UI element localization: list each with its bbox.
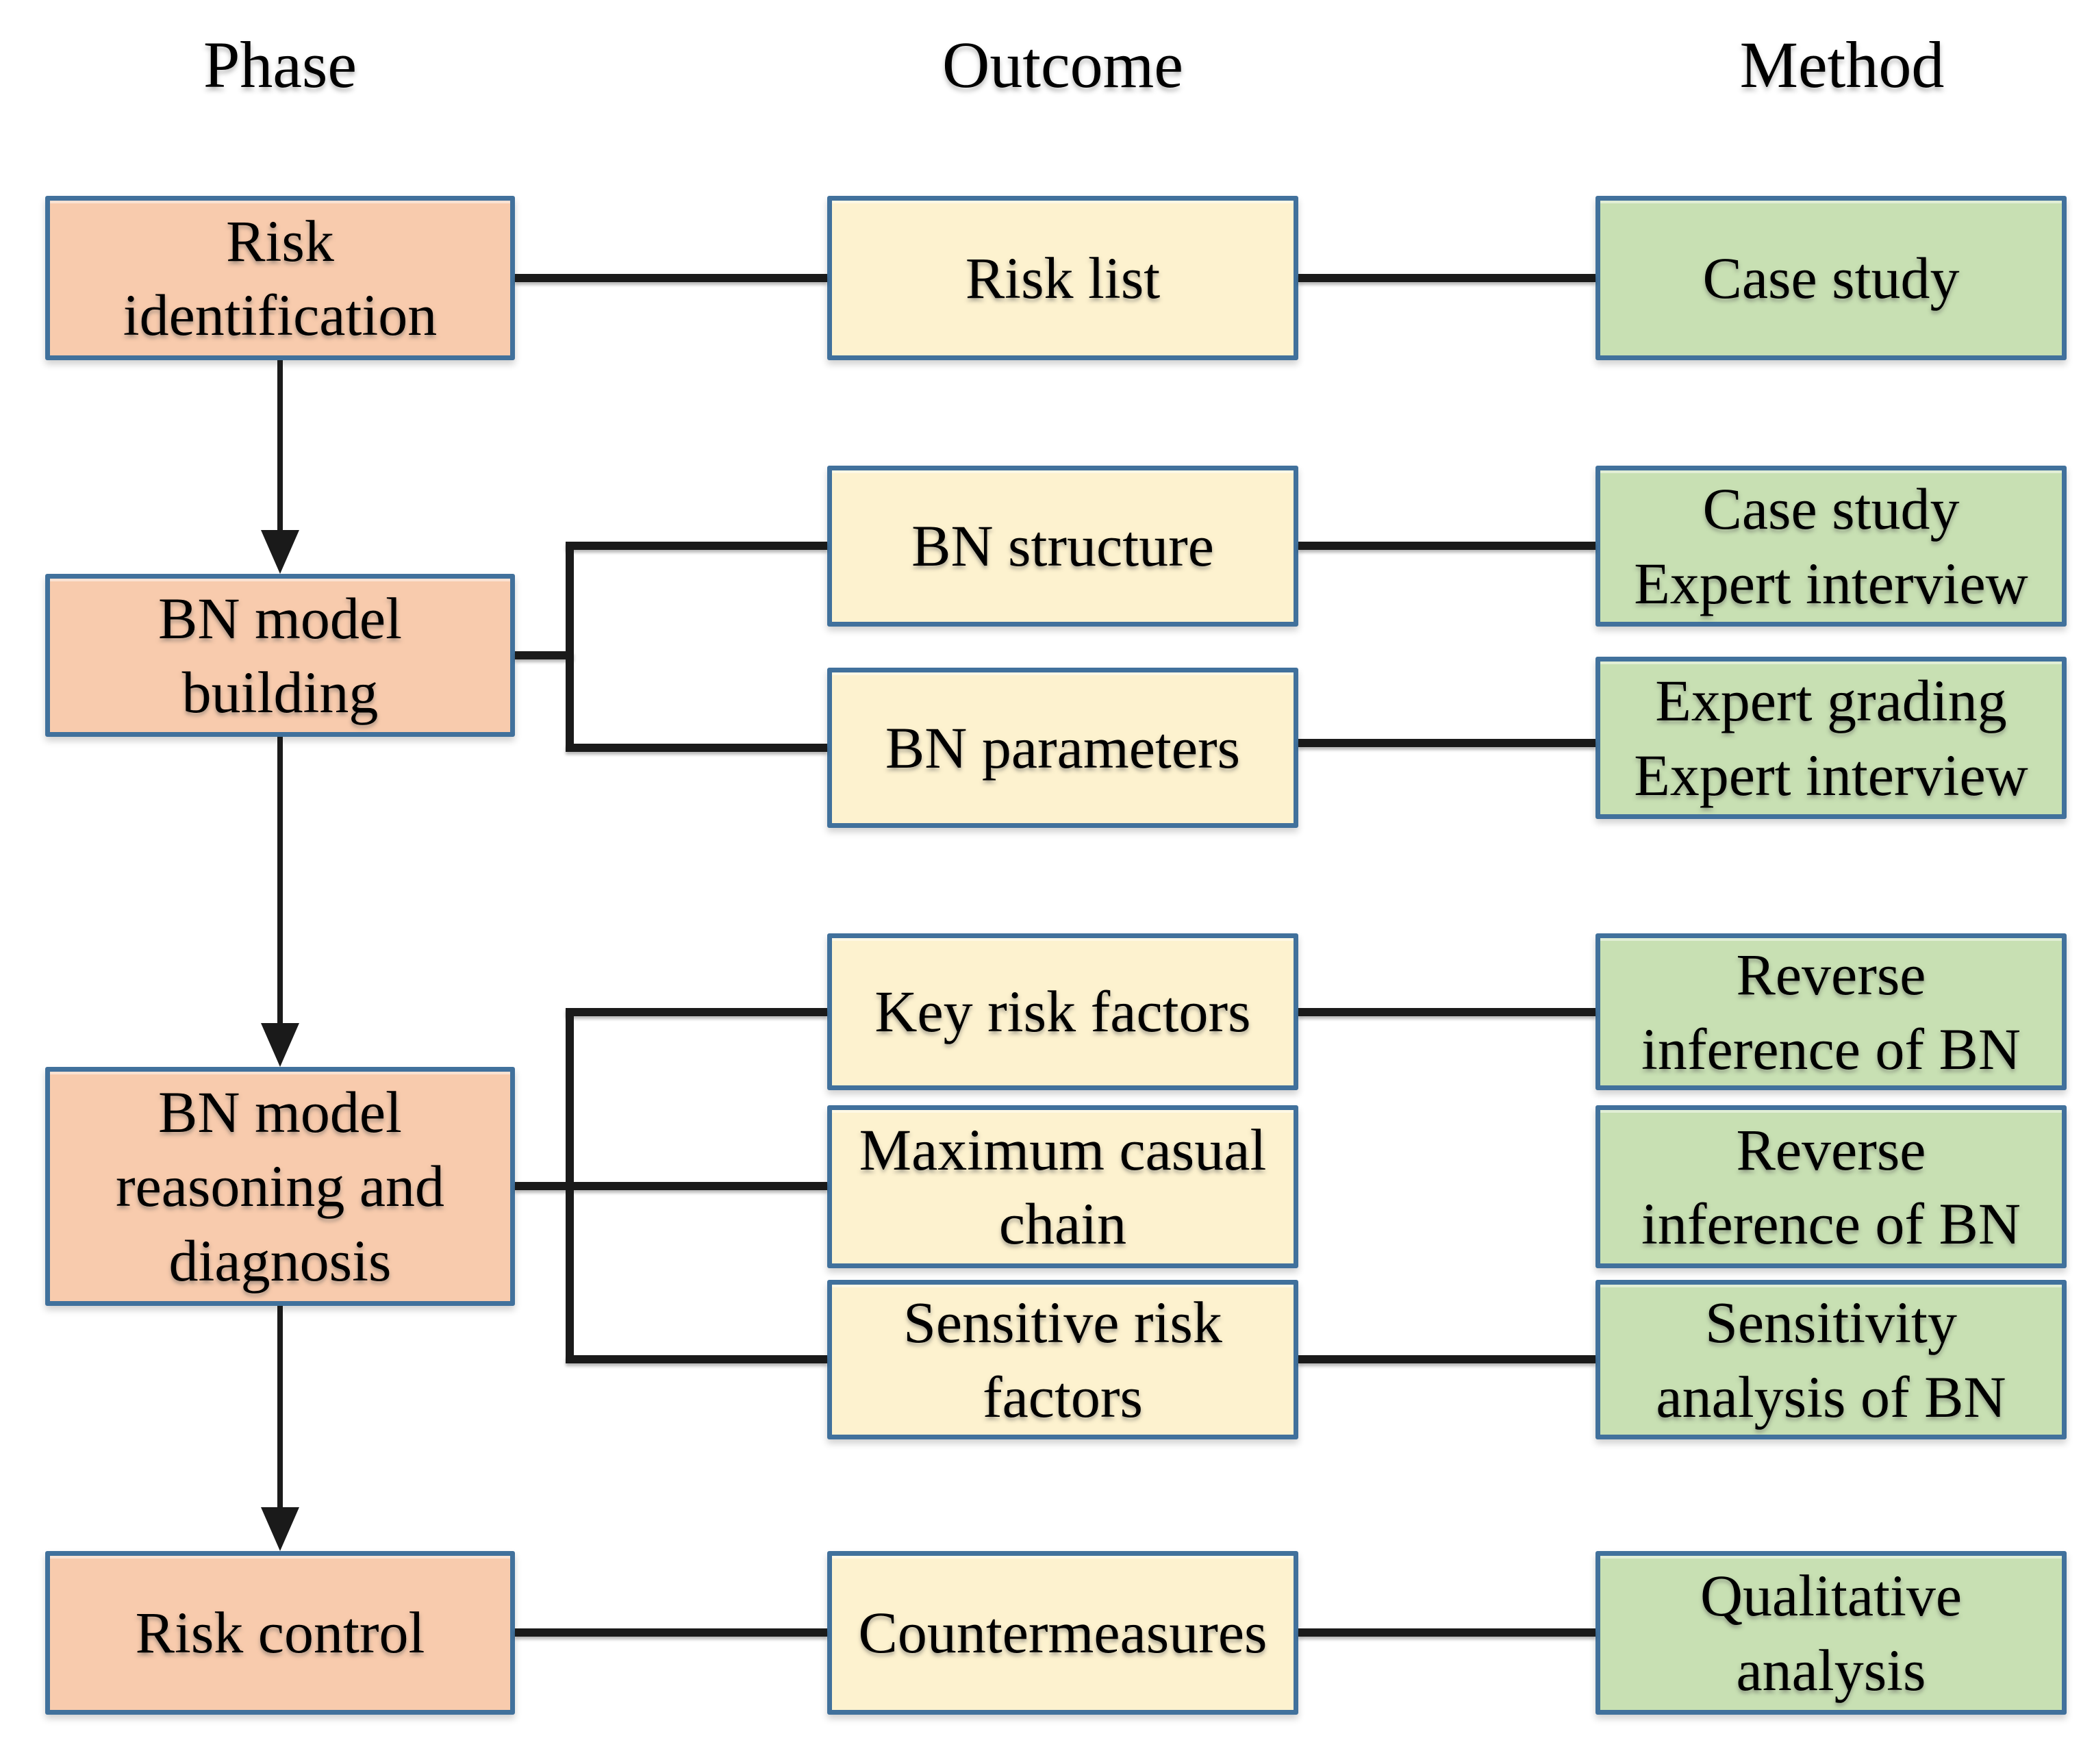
flow-arrow-head-1 — [261, 530, 299, 574]
method-box-sensitivity-analysis-bn: Sensitivity analysis of BN — [1595, 1280, 2067, 1439]
flow-arrow-shaft-1 — [277, 360, 283, 533]
method-box-case-study: Case study — [1595, 196, 2067, 360]
phase-box-bn-model-reasoning: BN model reasoning and diagnosis — [45, 1067, 515, 1306]
outcome-box-maximum-casual-chain: Maximum casual chain — [827, 1105, 1298, 1268]
connector-bnstructure-method — [1298, 542, 1595, 550]
connector-keyrisk-method — [1298, 1008, 1595, 1016]
connector-elbow-sensitiverisk — [566, 1355, 827, 1363]
elbow-building-branch — [566, 542, 574, 752]
flow-arrow-shaft-2 — [277, 737, 283, 1026]
connector-sensitiverisk-method — [1298, 1355, 1595, 1363]
column-header-method: Method — [1739, 28, 1945, 101]
outcome-box-bn-structure: BN structure — [827, 466, 1298, 627]
connector-elbow-bnstructure — [566, 542, 827, 550]
column-header-outcome: Outcome — [942, 28, 1183, 101]
connector-riskid-risklist — [515, 274, 827, 282]
outcome-box-sensitive-risk-factors: Sensitive risk factors — [827, 1280, 1298, 1439]
phase-box-bn-model-building: BN model building — [45, 574, 515, 737]
flow-arrow-shaft-3 — [277, 1306, 283, 1510]
outcome-box-risk-list: Risk list — [827, 196, 1298, 360]
flow-arrow-head-3 — [261, 1507, 299, 1551]
method-box-case-study-expert-interview: Case study Expert interview — [1595, 466, 2067, 627]
method-box-reverse-inference-bn-2: Reverse inference of BN — [1595, 1105, 2067, 1268]
method-box-qualitative-analysis: Qualitative analysis — [1595, 1551, 2067, 1715]
phase-box-risk-control: Risk control — [45, 1551, 515, 1715]
method-box-expert-grading-expert-interview: Expert grading Expert interview — [1595, 657, 2067, 819]
connector-counterm-qualitative — [1298, 1628, 1595, 1637]
method-box-reverse-inference-bn-1: Reverse inference of BN — [1595, 933, 2067, 1090]
elbow-reasoning-branch — [566, 1008, 574, 1363]
outcome-box-key-risk-factors: Key risk factors — [827, 933, 1298, 1090]
connector-elbow-bnparameters — [566, 744, 827, 752]
connector-risklist-casestudy — [1298, 274, 1595, 282]
outcome-box-bn-parameters: BN parameters — [827, 668, 1298, 828]
column-header-phase: Phase — [203, 28, 357, 101]
connector-bnparameters-method — [1298, 739, 1595, 747]
flow-arrow-head-2 — [261, 1023, 299, 1067]
connector-building-stub — [515, 651, 574, 659]
connector-reasoning-maxchain — [515, 1182, 827, 1190]
connector-elbow-keyrisk — [566, 1008, 827, 1016]
outcome-box-countermeasures: Countermeasures — [827, 1551, 1298, 1715]
connector-riskcontrol-counterm — [515, 1628, 827, 1637]
phase-box-risk-identification: Risk identification — [45, 196, 515, 360]
